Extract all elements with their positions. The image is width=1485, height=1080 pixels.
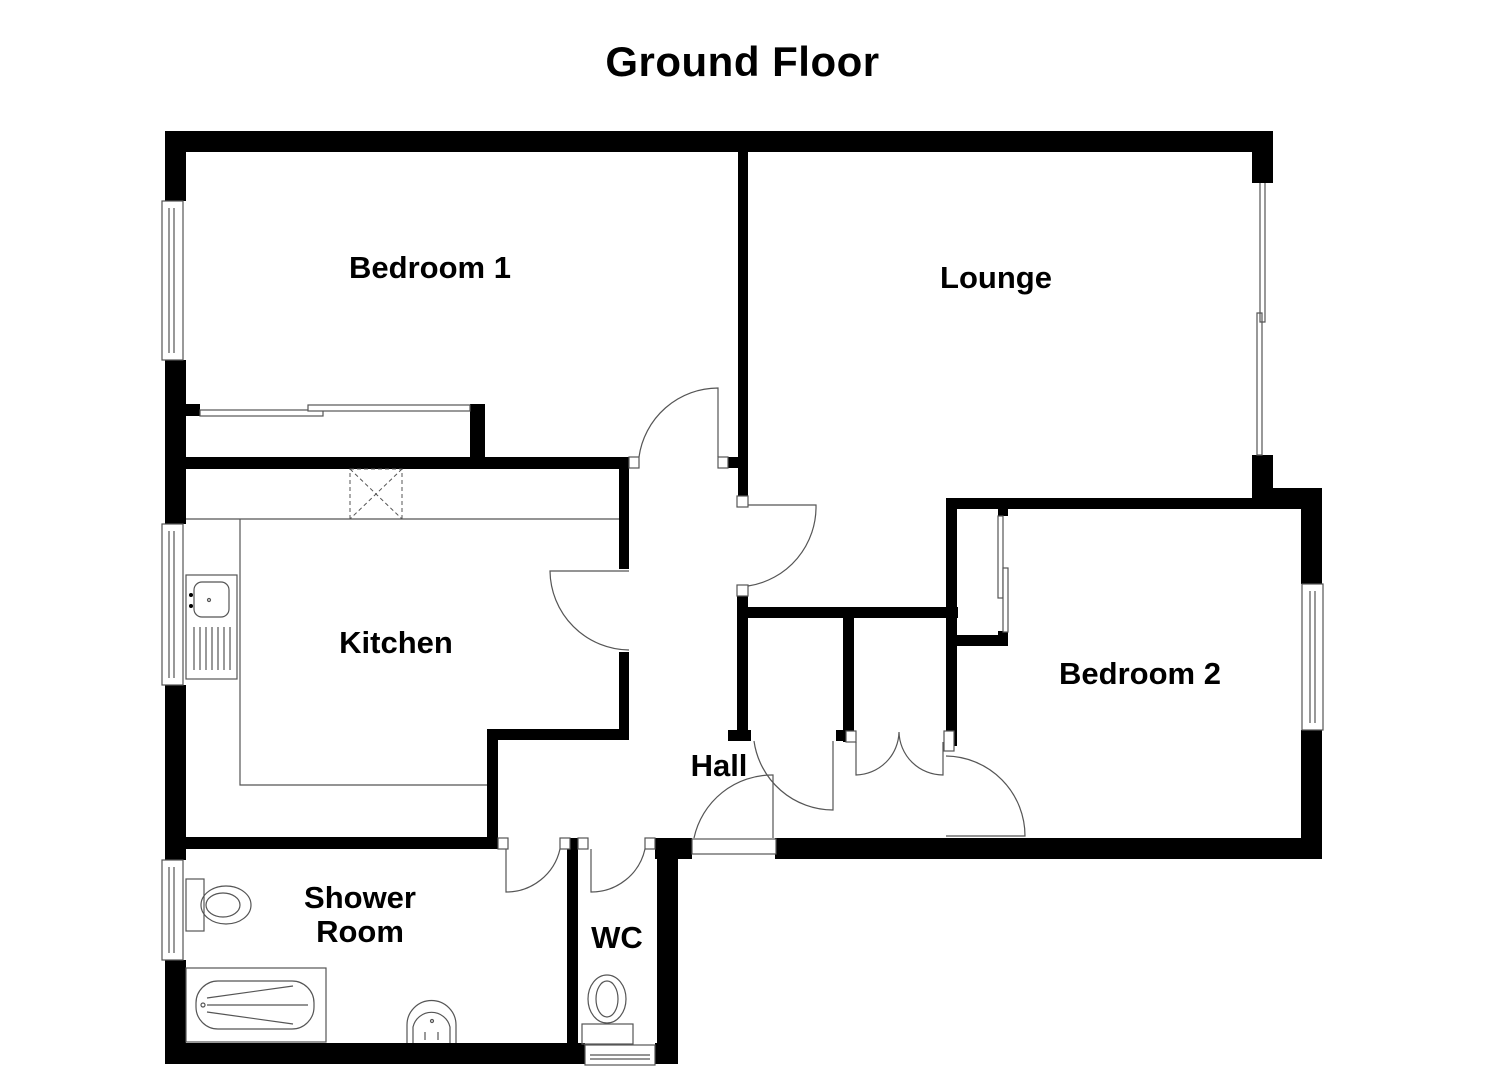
window-icon [584,1044,656,1066]
door-swing-icon [628,387,729,469]
room-label-shower-room: Shower Room [304,880,416,949]
outer-walls [165,131,1322,1064]
page-title: Ground Floor [605,38,880,85]
window-icon [1301,583,1324,731]
wardrobe-icon [997,515,1009,633]
bath-icon [185,967,327,1043]
toilet-icon [581,974,634,1045]
door-swing-icon [945,755,1026,837]
room-label-bedroom2: Bedroom 2 [1059,656,1221,691]
door-swing-icon [845,730,955,776]
internal-walls [186,152,1256,1064]
door-swing-icon [577,837,656,893]
cooker-hood-icon [349,468,403,520]
door-swing-icon [693,774,774,839]
door-swing-icon [753,740,834,811]
sliding-door-icon [1256,183,1266,456]
windows [161,183,1324,1066]
wardrobe-icon [199,404,471,417]
drainer-icon [193,627,231,670]
room-label-bedroom1: Bedroom 1 [349,250,511,285]
basin-icon [406,999,457,1043]
door-swing-icon [497,837,571,893]
room-label-lounge: Lounge [940,260,1052,295]
window-icon [161,523,184,686]
doors [497,387,1026,893]
sink-icon [185,574,238,680]
door-swing-icon [736,495,817,597]
toilet-icon [185,878,252,932]
window-icon [161,859,184,961]
room-label-kitchen: Kitchen [339,625,453,660]
door-swing-icon [549,570,630,651]
window-icon [161,200,184,361]
fixtures [185,404,1009,1045]
room-label-hall: Hall [690,748,748,783]
room-label-wc: WC [591,920,643,955]
